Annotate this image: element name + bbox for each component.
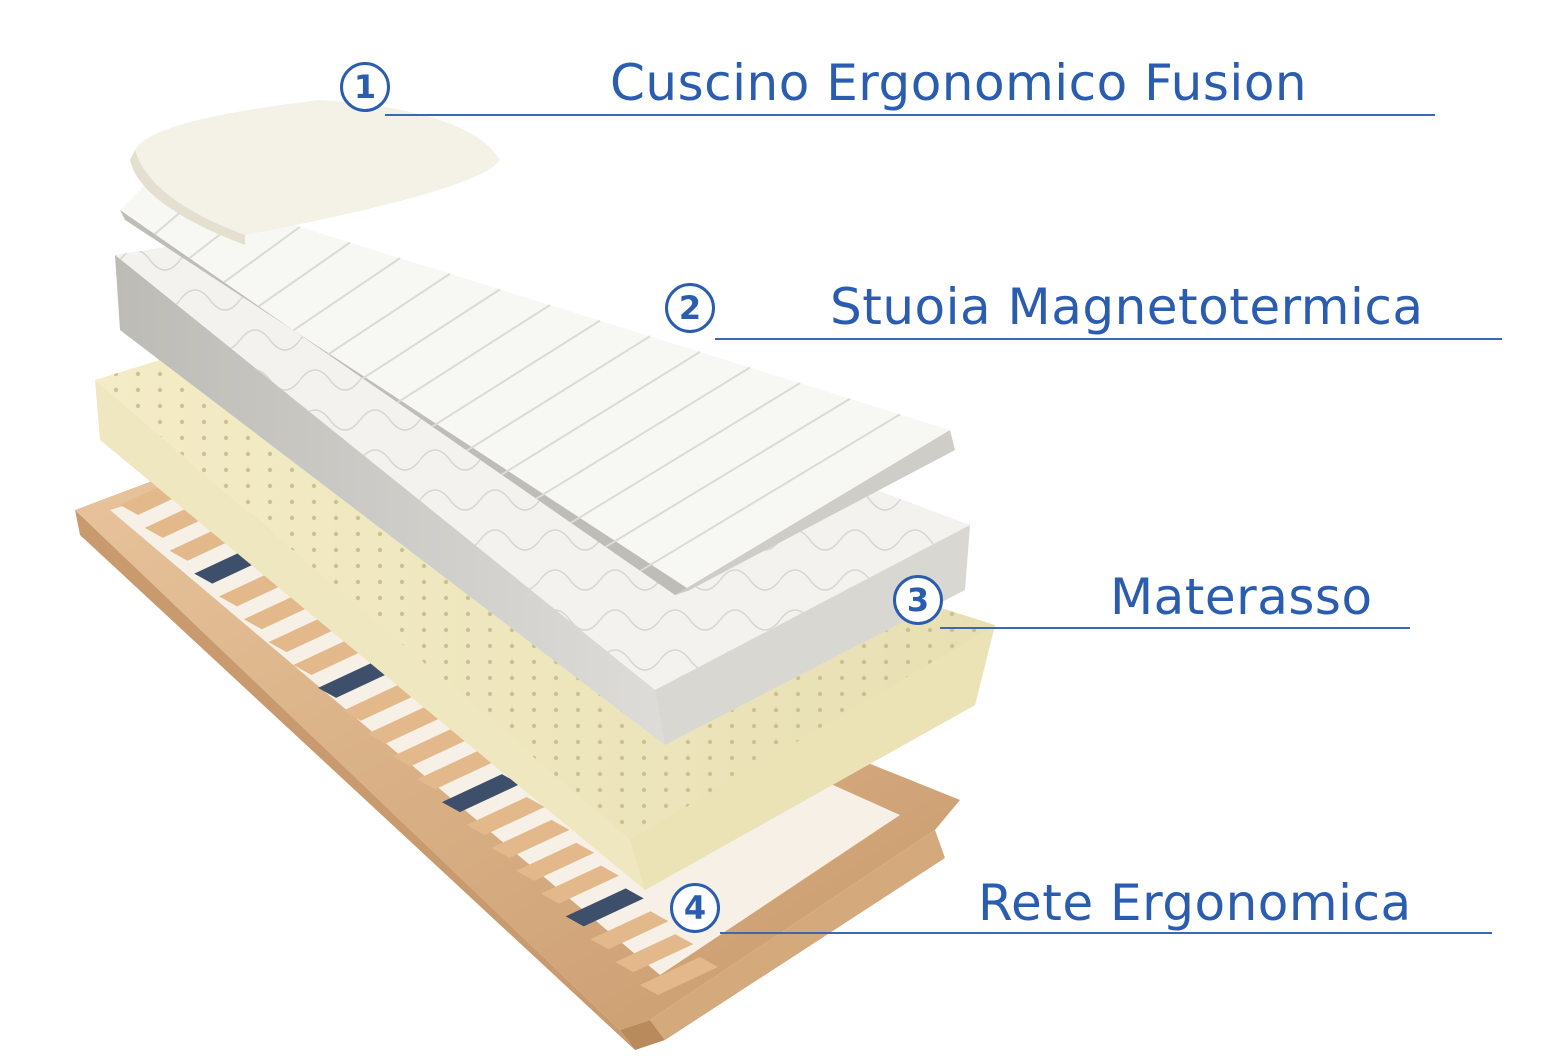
slat — [318, 659, 397, 698]
pillow — [130, 100, 500, 245]
callout-rule-2 — [715, 338, 1502, 340]
quilting-line — [258, 241, 351, 308]
quilting-line — [396, 304, 551, 404]
quilting-line — [535, 366, 751, 500]
quilting-line — [223, 226, 301, 283]
slat — [491, 819, 570, 858]
callout-badge-3: 3 — [893, 575, 943, 625]
slat — [615, 934, 694, 973]
slat — [367, 705, 446, 744]
callout-badge-4: 4 — [670, 883, 720, 933]
quilting-line — [327, 272, 451, 356]
quilting-line — [605, 397, 851, 548]
quilting-line — [292, 257, 401, 332]
callout-badge-1: 1 — [340, 62, 390, 112]
callout-rule-3 — [940, 627, 1410, 629]
callout-rule-4 — [720, 932, 1492, 934]
slat — [342, 682, 421, 721]
slat — [540, 865, 619, 904]
slat — [516, 842, 595, 881]
slat — [417, 751, 496, 790]
slat — [441, 774, 520, 813]
slat — [640, 957, 718, 995]
quilting-line — [466, 335, 651, 452]
callout-label-2: Stuoia Magnetotermica — [830, 278, 1424, 336]
callout-badge-2: 2 — [665, 283, 715, 333]
slat — [590, 911, 669, 950]
slat — [565, 888, 644, 927]
topper — [120, 180, 955, 595]
callout-label-1: Cuscino Ergonomico Fusion — [610, 54, 1308, 112]
quilting-line — [362, 288, 501, 380]
quilting-line — [501, 351, 701, 476]
slat — [466, 797, 545, 835]
quilting-line — [570, 382, 801, 524]
quilting-line — [639, 413, 901, 572]
quilting-line — [431, 319, 601, 428]
callout-label-4: Rete Ergonomica — [978, 874, 1412, 932]
callout-label-3: Materasso — [1110, 568, 1373, 626]
callout-rule-1 — [385, 114, 1435, 116]
slat — [392, 728, 471, 767]
